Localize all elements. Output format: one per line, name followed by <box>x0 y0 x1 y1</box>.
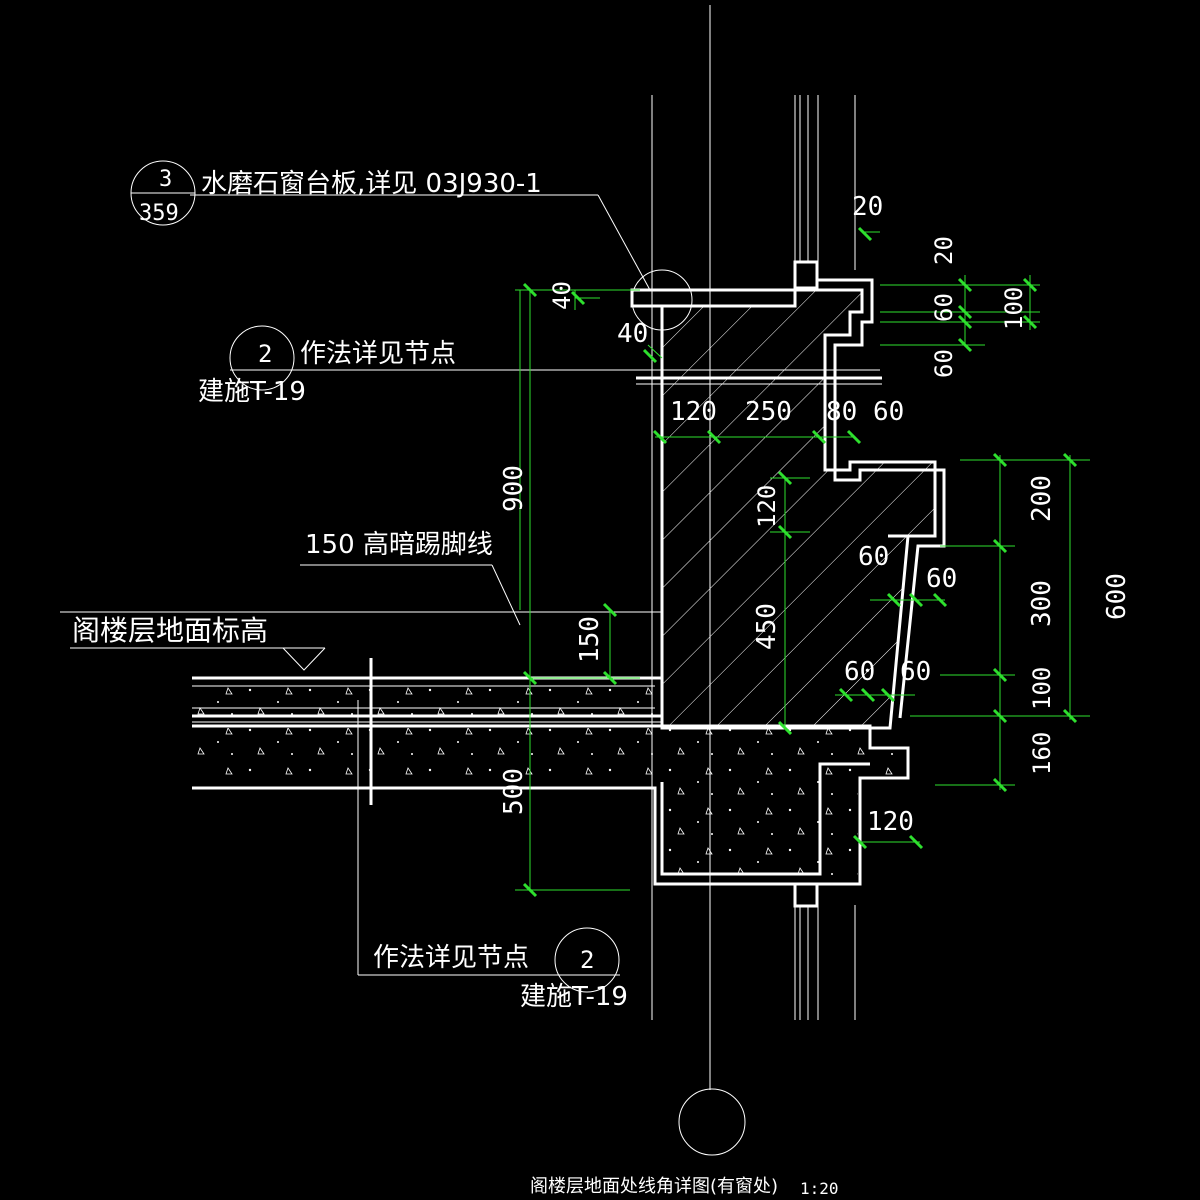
dim-200: 200 <box>1027 475 1057 522</box>
callout-mid-number: 2 <box>258 340 272 368</box>
dim-300: 300 <box>1027 580 1057 627</box>
floor-slab <box>192 658 910 886</box>
dim-60-f: 60 <box>844 657 875 687</box>
callout-bottom-number: 2 <box>580 946 594 974</box>
drawing-title: 阁楼层地面处线角详图(有窗处) <box>530 1176 778 1197</box>
annotations: 3 359 水磨石窗台板,详见 03J930-1 2 作法详见节点 建施T-19… <box>72 167 1132 1198</box>
dim-120-b: 120 <box>753 485 781 528</box>
drawing-scale: 1:20 <box>800 1179 839 1198</box>
dim-500: 500 <box>499 768 529 815</box>
dim-160: 160 <box>1028 732 1056 775</box>
callout-bottom-text: 作法详见节点 <box>373 943 529 973</box>
dim-80: 80 <box>826 397 857 427</box>
dim-150: 150 <box>575 616 605 663</box>
wall-section <box>660 288 937 730</box>
dim-40-a: 40 <box>548 281 576 310</box>
dim-450: 450 <box>752 603 782 650</box>
dim-60-a: 60 <box>930 293 958 322</box>
dim-250: 250 <box>745 397 792 427</box>
floor-level-marker <box>60 611 662 671</box>
dim-60-e: 60 <box>926 564 957 594</box>
dim-100: 100 <box>1000 287 1028 330</box>
window-sill-board <box>630 288 797 308</box>
dim-60-c: 60 <box>873 397 904 427</box>
dim-600: 600 <box>1102 573 1132 620</box>
callout-top-sheet: 359 <box>139 201 179 226</box>
leader-lines <box>130 160 880 993</box>
dim-900: 900 <box>499 465 529 512</box>
callout-bottom-ref: 建施T-19 <box>520 982 628 1012</box>
axis-bubble <box>678 1088 746 1156</box>
dim-40-b: 40 <box>617 319 648 349</box>
dim-20-right: 20 <box>930 236 958 265</box>
dim-60-g: 60 <box>900 657 931 687</box>
dim-100-b: 100 <box>1028 667 1056 710</box>
callout-top-text: 水磨石窗台板,详见 03J930-1 <box>201 169 542 199</box>
callout-mid-ref: 建施T-19 <box>198 377 306 407</box>
callout-top-number: 3 <box>159 167 172 192</box>
floor-level-label: 阁楼层地面标高 <box>72 614 268 647</box>
dim-60-d: 60 <box>858 542 889 572</box>
callout-mid-text: 作法详见节点 <box>300 339 456 369</box>
dim-20-top: 20 <box>852 192 883 222</box>
dimension-lines <box>515 226 1090 898</box>
guide-lines <box>357 5 856 1090</box>
baseboard-label: 150 高暗踢脚线 <box>305 530 493 560</box>
dim-120-c: 120 <box>867 807 914 837</box>
dim-60-b: 60 <box>930 349 958 378</box>
dim-120-a: 120 <box>670 397 717 427</box>
